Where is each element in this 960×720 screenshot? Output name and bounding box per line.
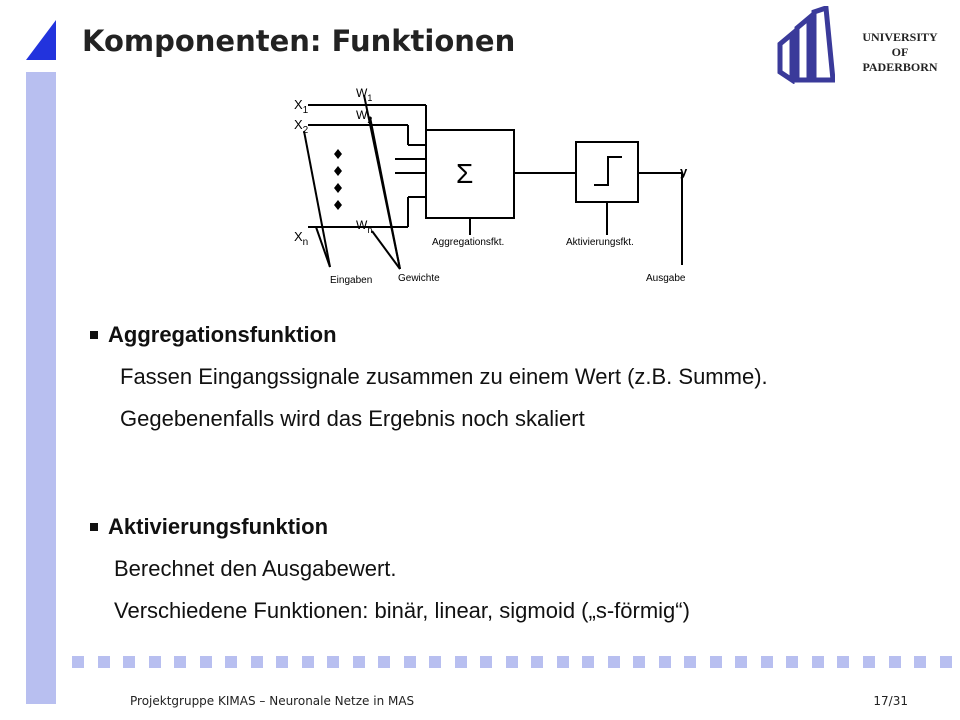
activation-line-2: Verschiedene Funktionen: binär, linear, … xyxy=(114,598,690,623)
decorative-dot xyxy=(684,656,697,668)
decorative-dot xyxy=(327,656,340,668)
decorative-dot xyxy=(709,656,722,668)
aggregation-label: Aggregationsfkt. xyxy=(432,237,504,248)
slide-title: Komponenten: Funktionen xyxy=(82,24,516,58)
sum-symbol: Σ xyxy=(456,158,473,189)
decorative-dot xyxy=(276,656,289,668)
decorative-dot xyxy=(199,656,212,668)
decorative-dot xyxy=(352,656,365,668)
decorative-dot xyxy=(250,656,263,668)
decorative-dot xyxy=(429,656,442,668)
decorative-dot xyxy=(837,656,850,668)
aggregation-line-1: Fassen Eingangssignale zusammen zu einem… xyxy=(120,364,768,389)
weight-w2-label: W2 xyxy=(356,108,372,125)
decorative-dot xyxy=(786,656,799,668)
decorative-dot xyxy=(97,656,110,668)
decorative-dot xyxy=(582,656,595,668)
decorative-dot xyxy=(531,656,544,668)
decorative-dot xyxy=(658,656,671,668)
output-y-label: y xyxy=(680,164,688,179)
input-dot-3 xyxy=(334,183,342,193)
output-label: Ausgabe xyxy=(646,273,686,284)
decorative-dot xyxy=(862,656,875,668)
weights-callout-line-2 xyxy=(369,116,401,270)
neuron-diagram: X1 X2 Xn W1 W2 Wn Σ y Aggregationsfkt. A… xyxy=(290,87,700,288)
decorative-dot xyxy=(505,656,518,668)
decorative-dot-row xyxy=(72,656,952,668)
decorative-dot xyxy=(556,656,569,668)
input-dot-2 xyxy=(334,166,342,176)
inputs-label: Eingaben xyxy=(330,275,372,286)
decorative-dot xyxy=(735,656,748,668)
decorative-dot xyxy=(301,656,314,668)
decorative-dot xyxy=(939,656,952,668)
aggregation-line-2: Gegebenenfalls wird das Ergebnis noch sk… xyxy=(120,406,585,431)
footer-text: Projektgruppe KIMAS – Neuronale Netze in… xyxy=(130,694,415,708)
decorative-dot xyxy=(72,656,84,668)
activation-heading: Aktivierungsfunktion xyxy=(90,514,950,540)
weights-callout-line-3 xyxy=(371,230,401,270)
decorative-dot xyxy=(914,656,927,668)
activation-label: Aktivierungsfkt. xyxy=(566,237,634,248)
university-line-3: PADERBORN xyxy=(862,60,938,74)
decorative-dot xyxy=(607,656,620,668)
decorative-dot xyxy=(378,656,391,668)
decorative-dot xyxy=(760,656,773,668)
decorative-dot xyxy=(403,656,416,668)
activation-section: Aktivierungsfunktion Berechnet den Ausga… xyxy=(90,514,950,624)
weight-w1-label: W1 xyxy=(356,87,372,103)
corner-triangle-decoration xyxy=(26,20,56,60)
university-line-1: UNIVERSITY xyxy=(862,30,938,44)
decorative-dot xyxy=(454,656,467,668)
university-logo-icon xyxy=(777,6,835,84)
page-number: 17/31 xyxy=(873,694,908,708)
decorative-dot xyxy=(633,656,646,668)
activation-heading-text: Aktivierungsfunktion xyxy=(108,514,329,539)
input-xn-label: Xn xyxy=(294,229,308,248)
sidebar-accent-bar xyxy=(26,72,56,704)
aggregation-section: Aggregationsfunktion Fassen Eingangssign… xyxy=(90,322,950,432)
inputs-callout-line-2 xyxy=(315,226,331,268)
input-x2-label: X2 xyxy=(294,117,309,136)
university-name: UNIVERSITY OF PADERBORN xyxy=(842,30,958,75)
input-dot-1 xyxy=(334,149,342,159)
inputs-callout-line-1 xyxy=(303,130,331,268)
step-function-icon xyxy=(594,156,622,186)
decorative-dot xyxy=(225,656,238,668)
decorative-dot xyxy=(888,656,901,668)
bullet-square-icon xyxy=(90,523,98,531)
activation-line-1: Berechnet den Ausgabewert. xyxy=(114,556,397,581)
aggregation-heading-text: Aggregationsfunktion xyxy=(108,322,337,347)
decorative-dot xyxy=(123,656,136,668)
bullet-square-icon xyxy=(90,331,98,339)
decorative-dot xyxy=(148,656,161,668)
university-line-2: OF xyxy=(891,45,909,59)
weight-wn-label: Wn xyxy=(356,218,372,235)
decorative-dot xyxy=(811,656,824,668)
weights-label: Gewichte xyxy=(398,273,440,284)
decorative-dot xyxy=(174,656,187,668)
input-x1-label: X1 xyxy=(294,97,309,116)
input-dot-4 xyxy=(334,200,342,210)
aggregation-heading: Aggregationsfunktion xyxy=(90,322,950,348)
decorative-dot xyxy=(480,656,493,668)
